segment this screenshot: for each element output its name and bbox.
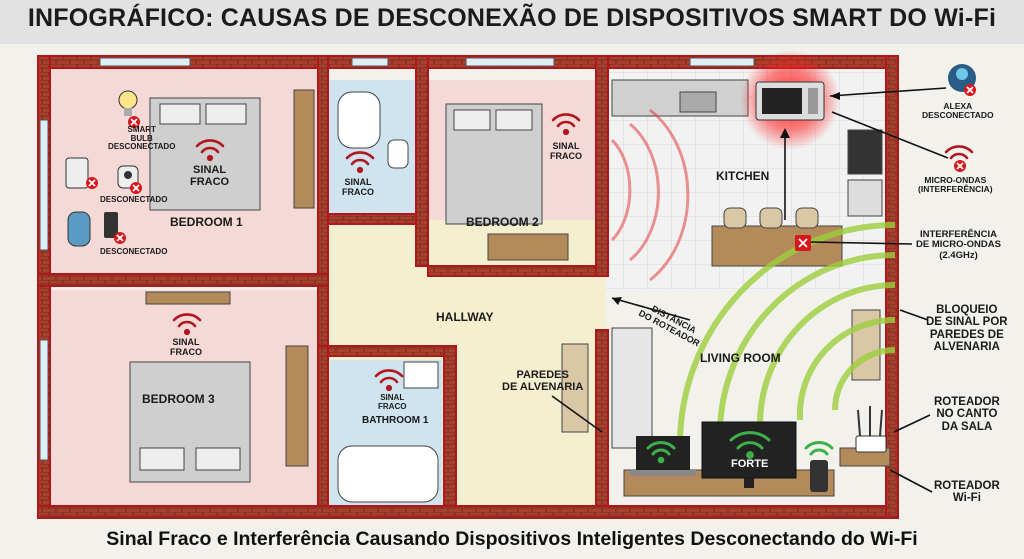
wall-plug-icon	[65, 157, 89, 189]
signal-label-strong: FORTE	[731, 458, 769, 470]
room-label-kitchen: KITCHEN	[716, 169, 770, 183]
speaker-icon	[67, 211, 91, 247]
microwave-icon	[755, 81, 825, 121]
room-label-bathroom1: BATHROOM 1	[362, 415, 429, 426]
camera-icon	[117, 165, 139, 189]
router-wifi-waves	[676, 222, 896, 451]
side-label-router-corner: ROTEADOR NO CANTO DA SALA	[934, 396, 1000, 433]
signal-label-bedroom1: SINAL FRACO	[190, 164, 230, 188]
arrow-heads	[612, 92, 840, 305]
smartphone-icon	[810, 460, 828, 492]
signal-label-bath-top: SINAL FRACO	[342, 177, 374, 197]
room-label-bedroom3: BEDROOM 3	[142, 392, 215, 406]
signal-label-bath1: SINAL FRACO	[378, 393, 407, 411]
annotation-masonry-walls: PAREDES DE ALVENARIA	[502, 369, 584, 393]
signal-label-bedroom2: SINAL FRACO	[550, 141, 582, 161]
smart-bulb-icon	[118, 90, 138, 116]
side-label-microwave: MICRO-ONDAS (INTERFERÊNCIA)	[918, 175, 993, 195]
wifi-icon	[646, 431, 834, 464]
device-label-camera: DESCONECTADO	[100, 195, 168, 204]
signal-label-bedroom3: SINAL FRACO	[170, 337, 202, 357]
furniture	[129, 79, 891, 503]
disconnect-x-marks	[88, 86, 974, 248]
side-label-interference: INTERFERÊNCIA DE MICRO-ONDAS (2.4GHz)	[916, 229, 1001, 261]
wifi-weak-icon	[172, 113, 974, 392]
room-label-bedroom1: BEDROOM 1	[170, 215, 243, 229]
router-icon	[855, 406, 887, 453]
smartphone-icon-bedroom	[104, 212, 118, 238]
infographic-title: INFOGRÁFICO: CAUSAS DE DESCONEXÃO DE DIS…	[27, 4, 997, 32]
room-label-hallway: HALLWAY	[436, 310, 494, 324]
device-label-speaker: DESCONECTADO	[100, 247, 168, 256]
room-label-bedroom2: BEDROOM 2	[466, 215, 539, 229]
pointer-arrows	[551, 87, 949, 493]
title-bar	[0, 0, 1024, 44]
side-label-router: ROTEADOR Wi-Fi	[934, 480, 1000, 505]
room-label-living-room: LIVING ROOM	[700, 351, 781, 365]
side-label-wall-block: BLOQUEIO DE SINAL POR PAREDES DE ALVENAR…	[926, 304, 1008, 354]
side-label-alexa: ALEXA DESCONECTADO	[922, 101, 994, 121]
device-label-smart-bulb: SMART BULB DESCONECTADO	[108, 125, 176, 152]
interference-waves	[610, 108, 690, 282]
windows	[39, 57, 755, 461]
infographic-subtitle: Sinal Fraco e Interferência Causando Dis…	[106, 528, 918, 550]
